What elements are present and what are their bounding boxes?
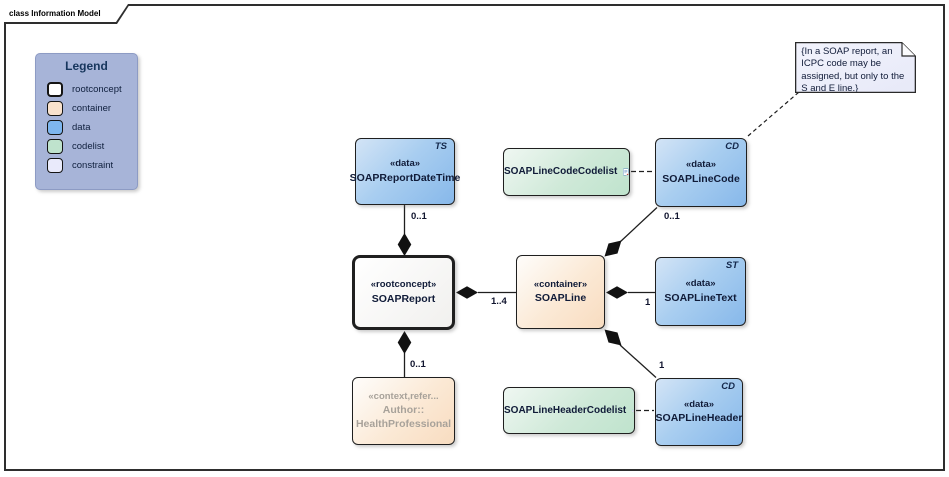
composition-diamond [456,286,478,299]
legend-item-label: rootconcept [72,84,122,95]
document-icon [632,409,634,412]
link-line-code[interactable] [619,207,658,243]
legend-item-codelist: codelist [36,137,137,156]
constraint-note[interactable]: {In a SOAP report, an ICPC code may be a… [795,42,916,93]
legend: Legend rootconcept container data codeli… [35,53,138,190]
constraint-note-text: {In a SOAP report, an ICPC code may be a… [796,43,914,91]
node-name: SOAPLineText [664,291,737,304]
diagram-title: class Information Model [9,8,101,18]
data-swatch [47,120,63,135]
node-soapreportdatetime[interactable]: TS «data» SOAPReportDateTime [350,138,460,205]
legend-item-container: container [36,99,137,118]
type-code: CD [721,381,735,392]
node-soaplineheadercodelist[interactable]: SOAPLineHeaderCodelist [503,387,635,434]
composition-diamond [397,233,412,256]
diagram-frame-tab-face: class Information Model [4,4,128,22]
stereotype: «context,refer... [368,390,439,402]
legend-item-label: data [72,122,91,133]
node-name: SOAPLineHeader [655,412,743,425]
node-soapline[interactable]: «container» SOAPLine [516,255,605,329]
multiplicity-label: 1..4 [491,296,507,307]
stereotype: «data» [683,398,715,410]
legend-item-data: data [36,118,137,137]
node-name: SOAPReportDateTime [349,171,461,184]
stereotype: «data» [685,159,717,171]
stereotype: «container» [533,278,588,290]
document-icon [623,168,629,176]
type-code: CD [725,141,739,152]
legend-item-constraint: constraint [36,156,137,175]
node-soaplineheader[interactable]: CD «data» SOAPLineHeader [655,378,743,446]
node-author-healthprofessional[interactable]: «context,refer... Author:: HealthProfess… [352,377,455,445]
multiplicity-label: 0..1 [411,211,427,222]
stereotype: «data» [685,278,716,290]
node-name-line1: Author:: [382,404,425,416]
node-name: SOAPLineHeaderCodelist [504,404,627,416]
codelist-swatch [47,139,63,154]
link-line-header[interactable] [619,344,657,378]
legend-item-label: codelist [72,141,105,152]
node-soaplinecode[interactable]: CD «data» SOAPLineCode [655,138,747,207]
multiplicity-label: 1 [645,297,651,308]
diagram-frame [4,4,945,471]
composition-diamond [606,286,628,299]
legend-item-label: constraint [72,160,114,171]
note-fold-icon [901,42,916,57]
legend-item-rootconcept: rootconcept [36,80,137,99]
multiplicity-label: 1 [659,360,665,371]
container-swatch [47,101,63,116]
node-name: SOAPLine [534,292,587,305]
node-soaplinecodecodelist[interactable]: SOAPLineCodeCodelist [503,148,630,196]
node-soapreport[interactable]: «rootconcept» SOAPReport [352,255,455,330]
node-name: SOAPLineCode [662,172,740,185]
composition-diamond [604,329,622,346]
stereotype: «data» [389,158,421,170]
node-soaplinetext[interactable]: ST «data» SOAPLineText [655,257,746,326]
multiplicity-label: 0..1 [664,211,680,222]
constraint-swatch [47,158,63,173]
rootconcept-swatch [47,82,63,97]
node-name-line2: HealthProfessional [355,418,452,431]
stereotype: «rootconcept» [370,279,437,291]
diagram-frame-tab: class Information Model [4,4,130,24]
type-code: TS [434,141,447,152]
legend-title: Legend [65,59,108,73]
node-name: SOAPLineCodeCodelist [504,166,618,178]
type-code: ST [725,260,738,271]
composition-diamond [397,331,412,354]
link-note-code[interactable] [747,91,800,137]
node-name: SOAPReport [371,292,436,305]
legend-item-label: container [72,103,112,114]
multiplicity-label: 0..1 [410,359,426,370]
composition-diamond [604,240,622,257]
